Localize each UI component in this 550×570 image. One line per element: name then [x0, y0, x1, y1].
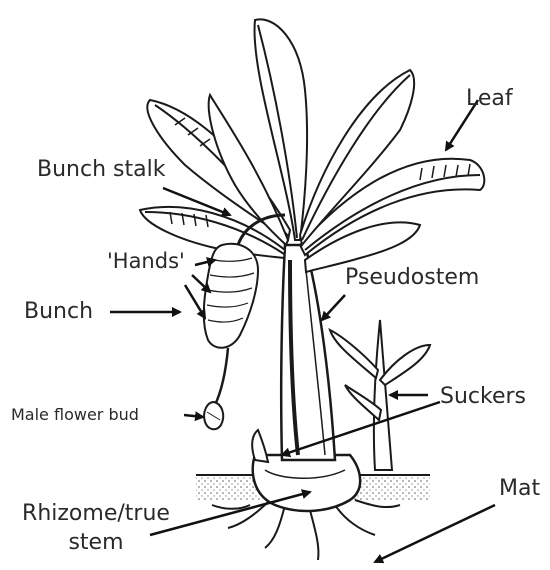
label-bunch: Bunch — [24, 301, 93, 323]
arrow-male-flower-bud — [184, 415, 203, 417]
label-rhizome: Rhizome/true stem — [16, 500, 176, 557]
rachis — [215, 348, 228, 405]
sucker-left — [252, 430, 268, 462]
label-mat: Mat — [499, 478, 540, 500]
label-rhizome-line1: Rhizome/true — [16, 500, 176, 529]
label-hands: 'Hands' — [107, 251, 185, 272]
label-suckers: Suckers — [440, 386, 526, 408]
arrow-pseudostem — [322, 295, 345, 320]
leaves — [140, 19, 484, 272]
banana-bunch — [204, 244, 258, 348]
pseudostem-trunk — [281, 245, 335, 460]
label-bunch-stalk: Bunch stalk — [37, 159, 165, 181]
arrow-hands-3 — [185, 285, 205, 318]
label-pseudostem: Pseudostem — [345, 267, 479, 289]
label-rhizome-line2: stem — [16, 529, 176, 558]
label-male-flower-bud: Male flower bud — [11, 407, 139, 423]
label-leaf: Leaf — [466, 88, 513, 110]
arrow-mat — [375, 505, 495, 562]
